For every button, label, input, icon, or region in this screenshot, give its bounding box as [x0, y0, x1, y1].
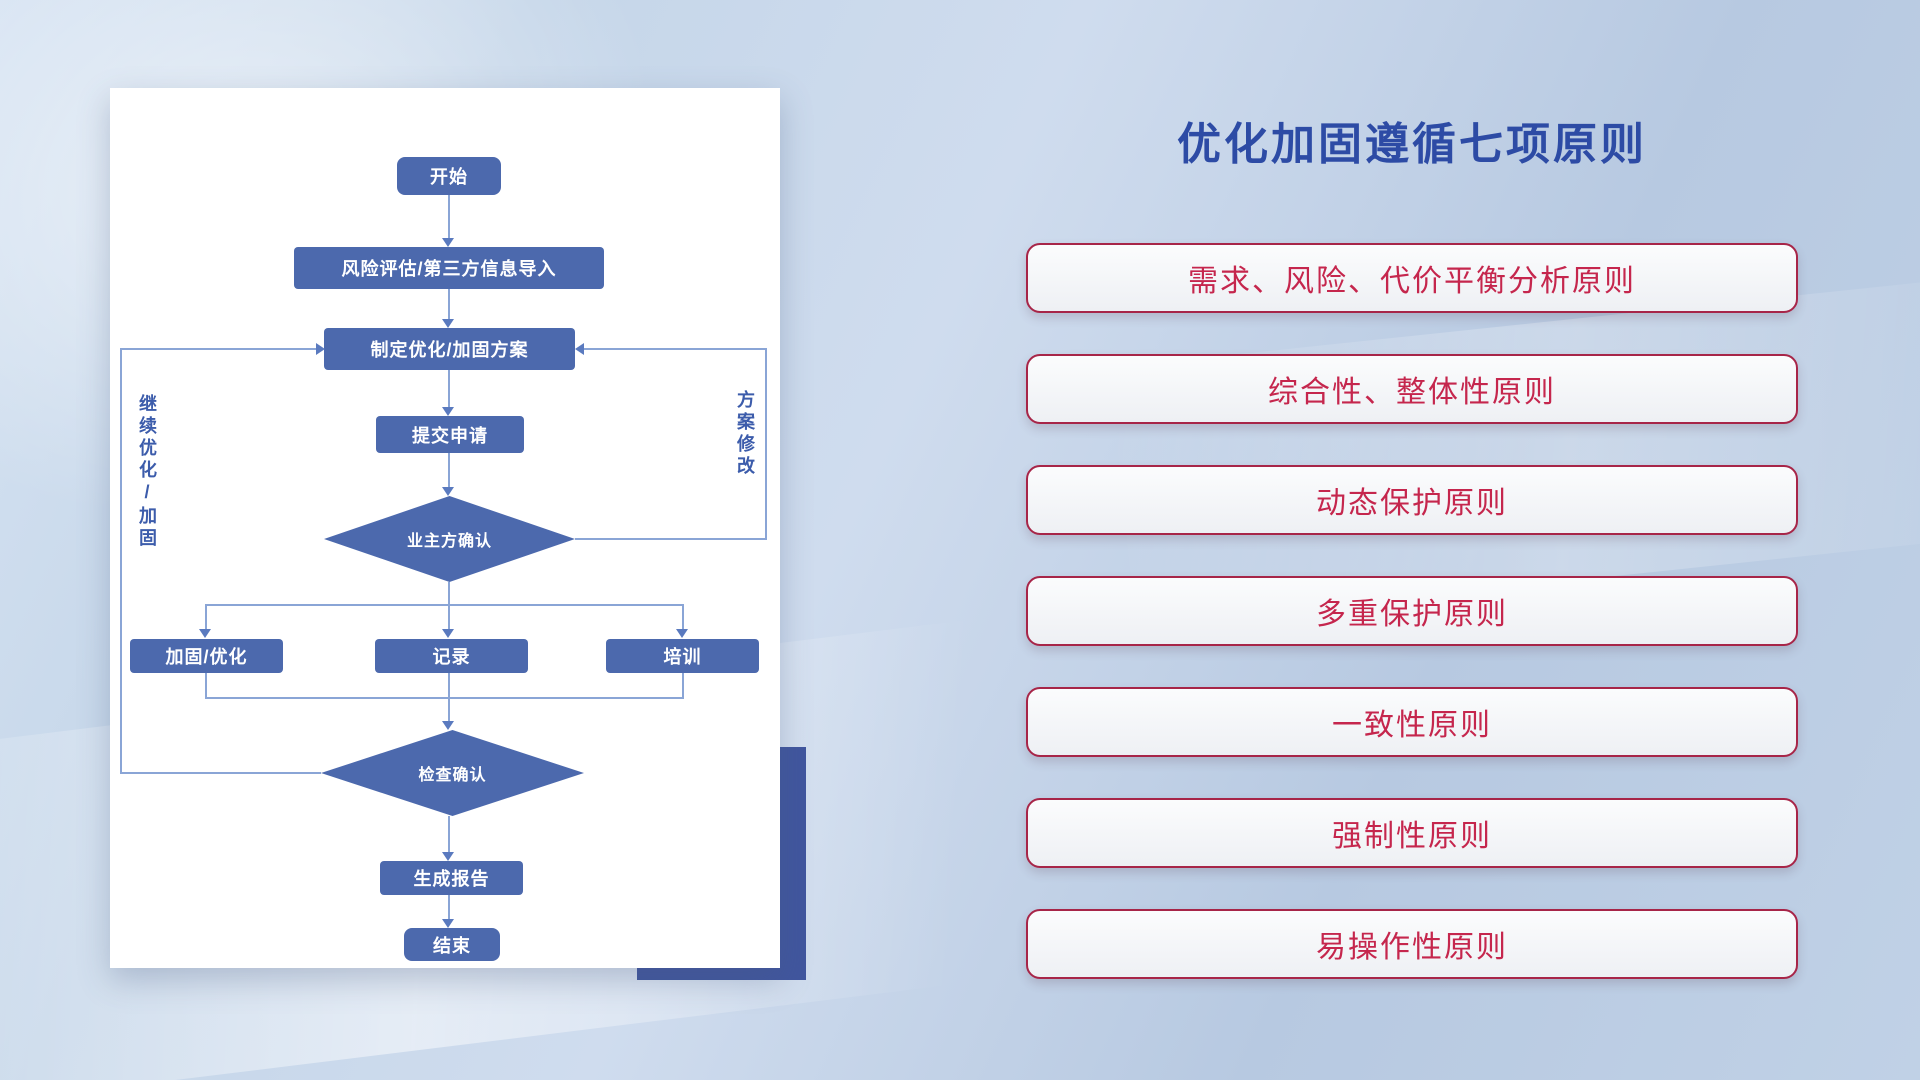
- principle-label: 多重保护原则: [1316, 598, 1508, 631]
- flow-node-risk-import: 风险评估/第三方信息导入: [294, 247, 604, 289]
- flow-line: [682, 673, 684, 699]
- principle-label: 一致性原则: [1332, 709, 1492, 742]
- flow-line: [206, 604, 684, 606]
- flow-node-check-confirm: 检查确认: [321, 730, 584, 816]
- flow-line: [206, 697, 684, 699]
- flow-line: [682, 604, 684, 631]
- flow-arrowhead: [442, 487, 454, 496]
- loop-label-continue-optimize: 继续优化/加固: [137, 394, 157, 550]
- flow-line: [448, 453, 450, 489]
- flow-line: [120, 348, 122, 774]
- flow-arrowhead: [442, 721, 454, 730]
- flow-node-harden: 加固/优化: [130, 639, 283, 673]
- principles-list: 需求、风险、代价平衡分析原则 综合性、整体性原则 动态保护原则 多重保护原则 一…: [1026, 243, 1798, 979]
- flow-line: [448, 195, 450, 240]
- flow-line: [205, 604, 207, 631]
- principle-pill: 动态保护原则: [1026, 465, 1798, 535]
- flow-line: [448, 289, 450, 321]
- flow-arrowhead: [442, 629, 454, 638]
- flow-node-make-plan: 制定优化/加固方案: [324, 328, 575, 370]
- flow-node-training: 培训: [606, 639, 759, 673]
- flow-arrowhead: [442, 238, 454, 247]
- principle-pill: 一致性原则: [1026, 687, 1798, 757]
- principle-label: 需求、风险、代价平衡分析原则: [1188, 265, 1636, 298]
- flow-node-report: 生成报告: [380, 861, 523, 895]
- flow-arrowhead: [442, 852, 454, 861]
- flow-node-record: 记录: [375, 639, 528, 673]
- flow-node-start: 开始: [397, 157, 501, 195]
- panel-title: 优化加固遵循七项原则: [1177, 120, 1647, 169]
- flow-node-submit: 提交申请: [376, 416, 524, 453]
- principle-label: 易操作性原则: [1316, 931, 1508, 964]
- loop-label-plan-revision: 方案修改: [735, 390, 755, 478]
- flow-line: [120, 772, 321, 774]
- principle-label: 综合性、整体性原则: [1268, 376, 1556, 409]
- flow-line: [575, 538, 767, 540]
- principle-label: 动态保护原则: [1316, 487, 1508, 520]
- flow-arrowhead: [442, 319, 454, 328]
- flow-line: [583, 348, 767, 350]
- flowchart-card: 开始 风险评估/第三方信息导入 制定优化/加固方案 提交申请 业主方确认 加固/…: [110, 88, 780, 968]
- flow-arrowhead: [199, 629, 211, 638]
- flow-line: [448, 895, 450, 920]
- flow-line: [448, 673, 450, 699]
- flow-line: [765, 348, 767, 540]
- principle-label: 强制性原则: [1332, 820, 1492, 853]
- flow-arrowhead: [575, 343, 584, 355]
- flow-node-owner-confirm: 业主方确认: [324, 496, 575, 582]
- flow-line: [448, 816, 450, 852]
- flow-line: [120, 348, 317, 350]
- flow-line: [448, 582, 450, 606]
- principle-pill: 多重保护原则: [1026, 576, 1798, 646]
- principle-pill: 强制性原则: [1026, 798, 1798, 868]
- flow-arrowhead: [316, 343, 325, 355]
- flow-line: [448, 604, 450, 631]
- flow-line: [448, 697, 450, 722]
- principle-pill: 需求、风险、代价平衡分析原则: [1026, 243, 1798, 313]
- flow-arrowhead: [442, 407, 454, 416]
- flow-arrowhead: [676, 629, 688, 638]
- flow-line: [205, 673, 207, 699]
- principle-pill: 易操作性原则: [1026, 909, 1798, 979]
- flow-node-end: 结束: [404, 928, 500, 961]
- principle-pill: 综合性、整体性原则: [1026, 354, 1798, 424]
- flow-arrowhead: [442, 919, 454, 928]
- flow-line: [448, 370, 450, 409]
